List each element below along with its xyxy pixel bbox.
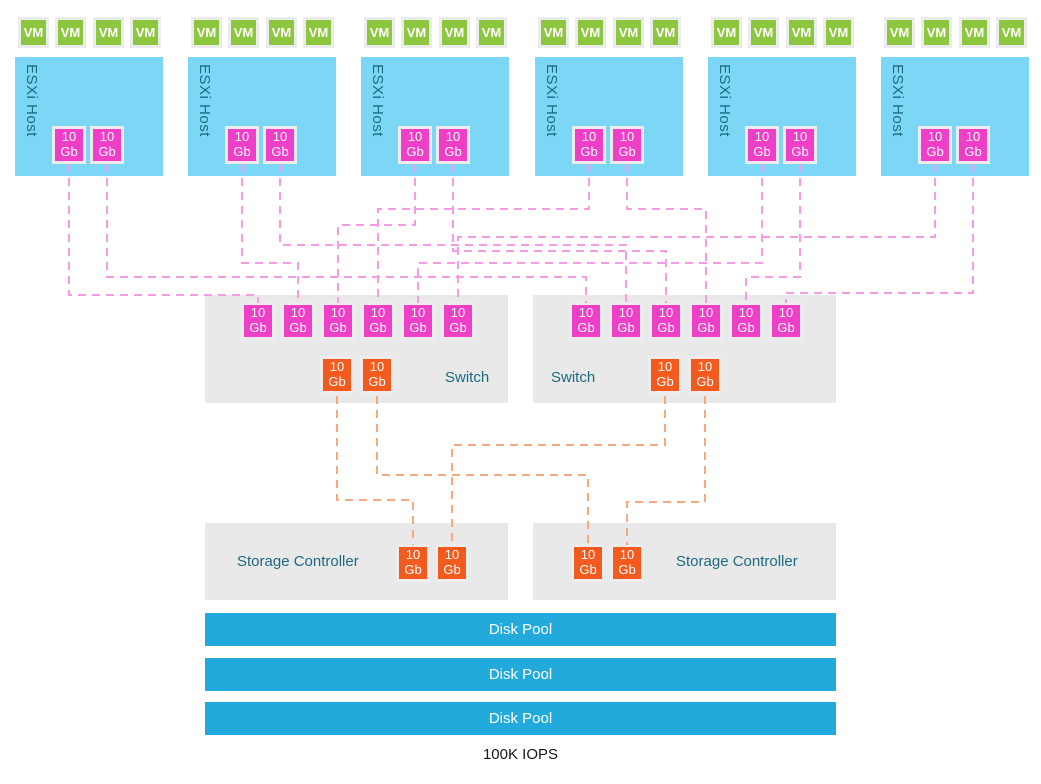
esxi-host-label: ESXi Host bbox=[889, 64, 906, 137]
esxi-host-box bbox=[188, 57, 336, 176]
vm-box: VM bbox=[303, 17, 334, 48]
esxi-host-box bbox=[361, 57, 509, 176]
host-port-10gb: 10 Gb bbox=[610, 126, 644, 164]
esxi-host-box bbox=[15, 57, 163, 176]
disk-pool-bar: Disk Pool bbox=[205, 658, 836, 691]
connection-host-to-switch bbox=[106, 164, 587, 303]
vm-box: VM bbox=[996, 17, 1027, 48]
vm-box: VM bbox=[228, 17, 259, 48]
iops-caption: 100K IOPS bbox=[482, 746, 559, 763]
host-port-10gb: 10 Gb bbox=[745, 126, 779, 164]
storage-controller-port-10gb: 10 Gb bbox=[435, 544, 469, 582]
switch-uplink-port-10gb: 10 Gb bbox=[320, 356, 354, 394]
vm-box: VM bbox=[786, 17, 817, 48]
vm-box: VM bbox=[55, 17, 86, 48]
esxi-host-box bbox=[708, 57, 856, 176]
vm-box: VM bbox=[93, 17, 124, 48]
connection-host-to-switch bbox=[337, 164, 416, 303]
switch-host-port-10gb: 10 Gb bbox=[441, 302, 475, 340]
vm-box: VM bbox=[191, 17, 222, 48]
connection-host-to-switch bbox=[457, 164, 936, 303]
switch-uplink-port-10gb: 10 Gb bbox=[360, 356, 394, 394]
storage-controller-label: Storage Controller bbox=[676, 553, 798, 570]
disk-pool-bar: Disk Pool bbox=[205, 702, 836, 735]
storage-controller-port-10gb: 10 Gb bbox=[396, 544, 430, 582]
connection-host-to-switch bbox=[626, 164, 707, 303]
vm-box: VM bbox=[401, 17, 432, 48]
host-port-10gb: 10 Gb bbox=[225, 126, 259, 164]
vm-box: VM bbox=[650, 17, 681, 48]
connection-host-to-switch bbox=[417, 164, 763, 303]
vm-box: VM bbox=[575, 17, 606, 48]
connection-host-to-switch bbox=[785, 164, 974, 303]
switch-host-port-10gb: 10 Gb bbox=[361, 302, 395, 340]
switch-host-port-10gb: 10 Gb bbox=[729, 302, 763, 340]
vm-box: VM bbox=[439, 17, 470, 48]
vm-box: VM bbox=[748, 17, 779, 48]
switch-host-port-10gb: 10 Gb bbox=[401, 302, 435, 340]
host-port-10gb: 10 Gb bbox=[398, 126, 432, 164]
host-port-10gb: 10 Gb bbox=[918, 126, 952, 164]
vm-box: VM bbox=[823, 17, 854, 48]
vm-box: VM bbox=[538, 17, 569, 48]
connection-host-to-switch bbox=[452, 164, 667, 303]
vm-box: VM bbox=[921, 17, 952, 48]
host-port-10gb: 10 Gb bbox=[52, 126, 86, 164]
connection-host-to-switch bbox=[279, 164, 627, 303]
vm-box: VM bbox=[18, 17, 49, 48]
host-port-10gb: 10 Gb bbox=[90, 126, 124, 164]
switch-host-port-10gb: 10 Gb bbox=[281, 302, 315, 340]
switch-uplink-port-10gb: 10 Gb bbox=[648, 356, 682, 394]
connection-host-to-switch bbox=[745, 164, 801, 303]
host-port-10gb: 10 Gb bbox=[956, 126, 990, 164]
esxi-host-box bbox=[535, 57, 683, 176]
vm-box: VM bbox=[364, 17, 395, 48]
storage-controller-port-10gb: 10 Gb bbox=[571, 544, 605, 582]
vm-box: VM bbox=[711, 17, 742, 48]
host-port-10gb: 10 Gb bbox=[572, 126, 606, 164]
disk-pool-bar: Disk Pool bbox=[205, 613, 836, 646]
vm-box: VM bbox=[266, 17, 297, 48]
esxi-host-label: ESXi Host bbox=[23, 64, 40, 137]
esxi-host-label: ESXi Host bbox=[543, 64, 560, 137]
switch-host-port-10gb: 10 Gb bbox=[689, 302, 723, 340]
switch-uplink-port-10gb: 10 Gb bbox=[688, 356, 722, 394]
vm-box: VM bbox=[613, 17, 644, 48]
switch-host-port-10gb: 10 Gb bbox=[769, 302, 803, 340]
esxi-host-box bbox=[881, 57, 1029, 176]
storage-controller-port-10gb: 10 Gb bbox=[610, 544, 644, 582]
switch-host-port-10gb: 10 Gb bbox=[569, 302, 603, 340]
esxi-host-label: ESXi Host bbox=[196, 64, 213, 137]
storage-controller-label: Storage Controller bbox=[237, 553, 359, 570]
switch-label: Switch bbox=[551, 369, 596, 386]
connection-host-to-switch bbox=[377, 164, 590, 303]
esxi-host-label: ESXi Host bbox=[369, 64, 386, 137]
vm-box: VM bbox=[476, 17, 507, 48]
host-port-10gb: 10 Gb bbox=[436, 126, 470, 164]
switch-host-port-10gb: 10 Gb bbox=[649, 302, 683, 340]
vm-box: VM bbox=[130, 17, 161, 48]
vm-box: VM bbox=[884, 17, 915, 48]
switch-host-port-10gb: 10 Gb bbox=[609, 302, 643, 340]
switch-host-port-10gb: 10 Gb bbox=[321, 302, 355, 340]
vm-box: VM bbox=[959, 17, 990, 48]
host-port-10gb: 10 Gb bbox=[783, 126, 817, 164]
host-port-10gb: 10 Gb bbox=[263, 126, 297, 164]
switch-label: Switch bbox=[445, 369, 490, 386]
connection-host-to-switch bbox=[241, 164, 299, 303]
esxi-host-label: ESXi Host bbox=[716, 64, 733, 137]
connection-host-to-switch bbox=[68, 164, 259, 303]
switch-host-port-10gb: 10 Gb bbox=[241, 302, 275, 340]
